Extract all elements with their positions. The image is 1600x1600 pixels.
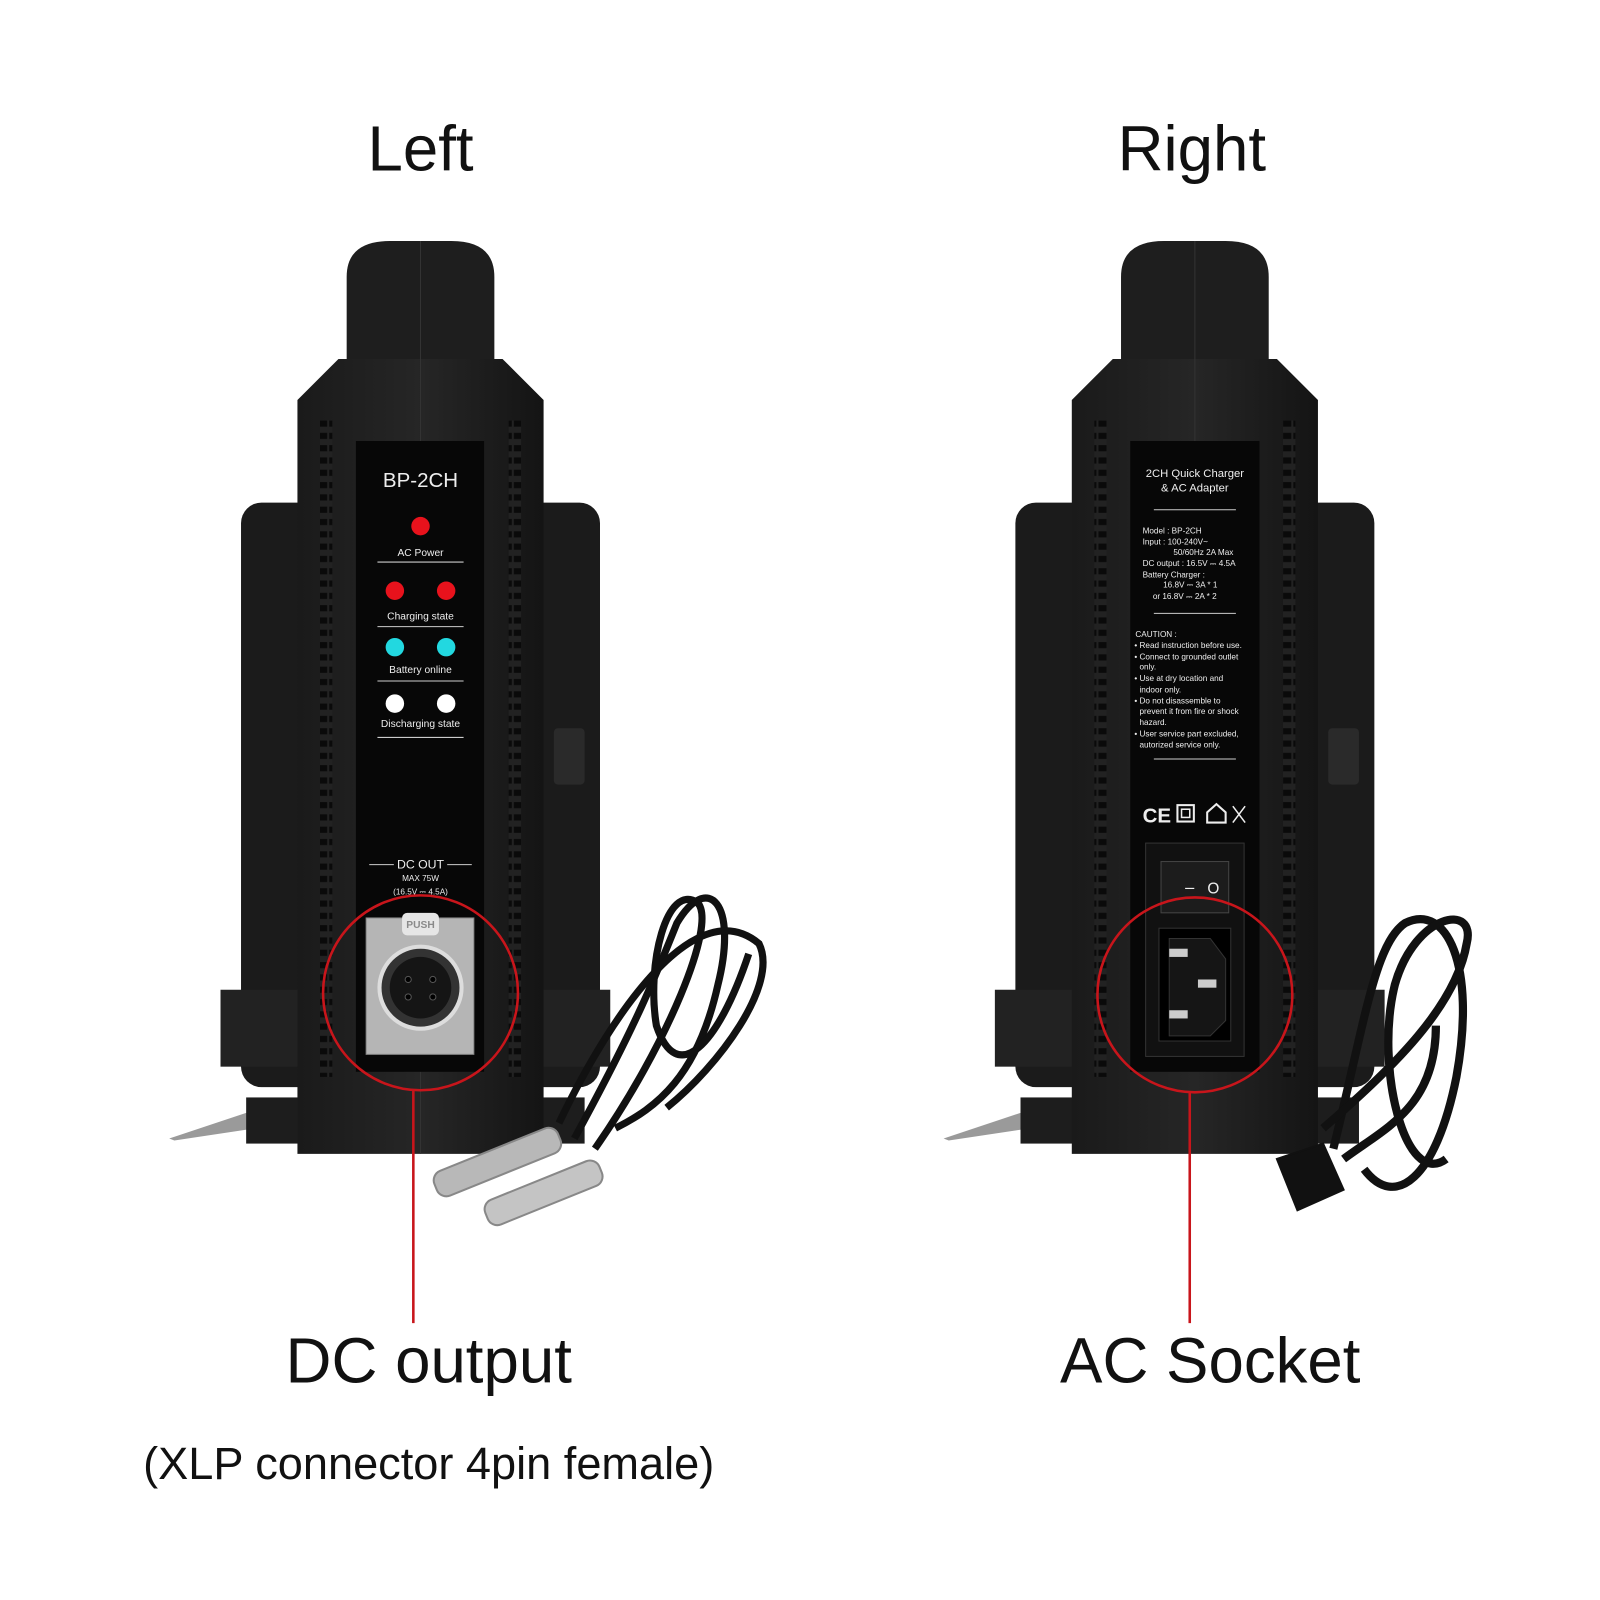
dc-rating-label: (16.5V ⎓ 4.5A) xyxy=(393,887,448,896)
spec-line: 16.8V ⎓ 3A * 1 xyxy=(1163,581,1218,590)
led-discharging-1 xyxy=(385,694,405,713)
indoor-use-icon xyxy=(1206,802,1227,824)
led-charging-1 xyxy=(385,581,405,600)
caution-line: • Connect to grounded outlet xyxy=(1134,652,1239,661)
spec-line: DC output : 16.5V ⎓ 4.5A xyxy=(1143,559,1237,568)
caution-line: • Read instruction before use. xyxy=(1134,641,1242,650)
caution-line: • Do not disassemble to xyxy=(1134,697,1221,706)
ac-socket-highlight-circle xyxy=(1096,896,1294,1094)
led-discharging-2 xyxy=(436,694,456,713)
model-label: BP-2CH xyxy=(383,469,458,492)
spec-line: Battery Charger : xyxy=(1143,570,1205,579)
callout-dc-output: DC output xyxy=(285,1326,572,1397)
caution-line: only. xyxy=(1139,663,1156,672)
callout-dc-output-detail: (XLP connector 4pin female) xyxy=(143,1438,715,1490)
dc-out-label: DC OUT xyxy=(397,858,445,872)
switch-off-mark[interactable]: – xyxy=(1185,878,1195,896)
double-insulation-icon xyxy=(1176,804,1195,823)
power-cord xyxy=(1275,915,1472,1212)
led-label: Battery online xyxy=(389,665,452,676)
led-label: AC Power xyxy=(397,548,444,559)
right-charger xyxy=(943,241,1385,1154)
caution-line: autorized service only. xyxy=(1139,741,1220,750)
power-switch[interactable] xyxy=(1160,861,1230,914)
heading-right: Right xyxy=(1117,113,1267,185)
weee-bin-icon xyxy=(1232,805,1246,824)
led-ac-power xyxy=(411,516,430,536)
caution-line: prevent it from fire or shock xyxy=(1139,707,1239,716)
spec-line: 50/60Hz 2A Max xyxy=(1173,548,1233,557)
caution-line: indoor only. xyxy=(1139,685,1181,694)
led-battery-2 xyxy=(436,637,456,657)
spec-line: Model : BP-2CH xyxy=(1143,526,1202,535)
left-label-panel: BP-2CH AC Power Charging state Battery o… xyxy=(365,469,475,1055)
caution-line: • User service part excluded, xyxy=(1134,729,1238,738)
led-battery-1 xyxy=(385,637,405,657)
xlr-cable xyxy=(432,894,767,1227)
callout-ac-socket: AC Socket xyxy=(1060,1326,1361,1397)
panel-title: 2CH Quick Charger xyxy=(1146,468,1245,480)
caution-line: • Use at dry location and xyxy=(1134,674,1223,683)
spec-line: or 16.8V ⎓ 2A * 2 xyxy=(1153,592,1217,601)
spec-line: Input : 100-240V~ xyxy=(1143,538,1209,547)
callout-markers xyxy=(321,894,1294,1324)
led-label: Discharging state xyxy=(381,719,460,730)
right-label-panel: 2CH Quick Charger & AC Adapter Model : B… xyxy=(1134,468,1246,897)
ce-mark: CE xyxy=(1143,805,1171,828)
led-label: Charging state xyxy=(387,611,454,622)
panel-title: & AC Adapter xyxy=(1161,482,1229,494)
caution-title: CAUTION : xyxy=(1135,630,1176,639)
dc-max-label: MAX 75W xyxy=(402,874,439,883)
switch-on-mark[interactable]: O xyxy=(1207,880,1219,897)
led-charging-2 xyxy=(436,581,456,600)
push-release-tab[interactable] xyxy=(402,912,439,936)
dc-output-highlight-circle xyxy=(321,894,520,1092)
heading-left: Left xyxy=(367,113,474,185)
caution-line: hazard. xyxy=(1139,718,1166,727)
push-tab-label: PUSH xyxy=(406,920,434,931)
